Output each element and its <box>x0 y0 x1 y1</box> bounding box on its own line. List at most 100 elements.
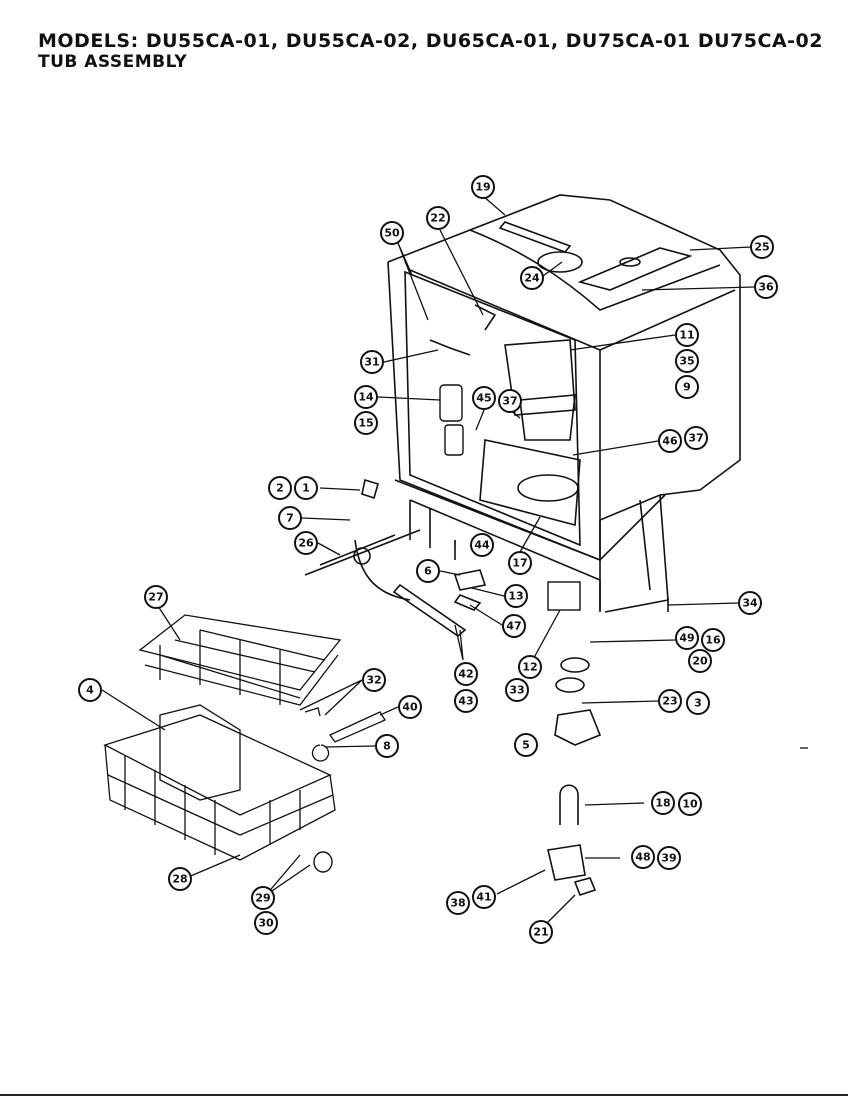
callout-49: 49 <box>675 626 699 650</box>
svg-text:39: 39 <box>661 852 676 865</box>
svg-text:12: 12 <box>522 661 537 674</box>
callout-13: 13 <box>504 584 528 608</box>
svg-text:37: 37 <box>502 395 517 408</box>
assembly-title: TUB ASSEMBLY <box>38 52 188 72</box>
svg-text:2: 2 <box>276 482 284 495</box>
callout-38: 38 <box>446 891 470 915</box>
callout-33: 33 <box>505 678 529 702</box>
callout-18: 18 <box>651 791 675 815</box>
svg-text:8: 8 <box>383 740 391 753</box>
callout-46: 46 <box>658 429 682 453</box>
svg-text:20: 20 <box>692 655 708 668</box>
svg-text:5: 5 <box>522 739 530 752</box>
callout-43: 43 <box>454 689 478 713</box>
lower-rack-drawing <box>103 704 336 873</box>
callout-45: 45 <box>472 386 496 410</box>
svg-text:37: 37 <box>688 432 703 445</box>
svg-text:1: 1 <box>302 482 310 495</box>
callout-37-lower: 37 <box>684 426 708 450</box>
callout-2: 2 <box>268 476 292 500</box>
callout-35: 35 <box>675 349 699 373</box>
callout-5: 5 <box>514 733 538 757</box>
svg-text:29: 29 <box>255 892 270 905</box>
svg-text:14: 14 <box>358 391 374 404</box>
callout-3: 3 <box>686 691 710 715</box>
svg-text:7: 7 <box>286 512 294 525</box>
callout-23: 23 <box>658 689 682 713</box>
svg-text:25: 25 <box>754 241 769 254</box>
svg-text:31: 31 <box>364 356 379 369</box>
svg-text:28: 28 <box>172 873 187 886</box>
svg-text:22: 22 <box>430 212 445 225</box>
svg-text:10: 10 <box>682 798 698 811</box>
callout-12: 12 <box>518 655 542 679</box>
svg-text:30: 30 <box>258 917 274 930</box>
svg-text:9: 9 <box>683 381 691 394</box>
svg-text:13: 13 <box>508 590 523 603</box>
svg-text:26: 26 <box>298 537 314 550</box>
callout-17: 17 <box>508 551 532 575</box>
svg-text:49: 49 <box>679 632 694 645</box>
callout-50: 50 <box>380 221 404 245</box>
callout-32: 32 <box>362 668 386 692</box>
svg-text:35: 35 <box>679 355 694 368</box>
tub-assembly-drawing <box>304 194 741 897</box>
leader-lines <box>101 195 755 926</box>
callout-28: 28 <box>168 867 192 891</box>
svg-text:32: 32 <box>366 674 381 687</box>
svg-text:46: 46 <box>662 435 678 448</box>
svg-text:38: 38 <box>450 897 465 910</box>
callout-48: 48 <box>631 845 655 869</box>
callout-7: 7 <box>278 506 302 530</box>
svg-text:40: 40 <box>402 701 418 714</box>
svg-text:36: 36 <box>758 281 774 294</box>
callout-1: 1 <box>294 476 318 500</box>
svg-text:27: 27 <box>148 591 163 604</box>
models-title: MODELS: DU55CA-01, DU55CA-02, DU65CA-01,… <box>38 30 823 52</box>
callout-10: 10 <box>678 792 702 816</box>
callout-14: 14 <box>354 385 378 409</box>
callout-8: 8 <box>375 734 399 758</box>
callout-41: 41 <box>472 885 496 909</box>
callout-44: 44 <box>470 533 494 557</box>
svg-text:48: 48 <box>635 851 650 864</box>
callout-34: 34 <box>738 591 762 615</box>
callout-42: 42 <box>454 662 478 686</box>
svg-text:43: 43 <box>458 695 473 708</box>
svg-text:33: 33 <box>509 684 524 697</box>
callout-9: 9 <box>675 375 699 399</box>
callout-25: 25 <box>750 235 774 259</box>
svg-text:23: 23 <box>662 695 677 708</box>
callout-20: 20 <box>688 649 712 673</box>
callout-15: 15 <box>354 411 378 435</box>
svg-text:44: 44 <box>474 539 490 552</box>
svg-text:18: 18 <box>655 797 670 810</box>
svg-text:45: 45 <box>476 392 491 405</box>
callout-29: 29 <box>251 886 275 910</box>
svg-text:17: 17 <box>512 557 527 570</box>
callout-39: 39 <box>657 846 681 870</box>
callout-16: 16 <box>701 628 725 652</box>
svg-text:47: 47 <box>506 620 521 633</box>
callout-31: 31 <box>360 350 384 374</box>
callout-6: 6 <box>416 559 440 583</box>
callout-36: 36 <box>754 275 778 299</box>
upper-rack-drawing <box>138 614 386 762</box>
svg-text:34: 34 <box>742 597 758 610</box>
svg-text:3: 3 <box>694 697 702 710</box>
svg-text:4: 4 <box>86 684 94 697</box>
svg-text:42: 42 <box>458 668 473 681</box>
callout-26: 26 <box>294 531 318 555</box>
svg-text:41: 41 <box>476 891 491 904</box>
callout-4: 4 <box>78 678 102 702</box>
callout-47: 47 <box>502 614 526 638</box>
callout-27: 27 <box>144 585 168 609</box>
svg-text:19: 19 <box>475 181 490 194</box>
callout-24: 24 <box>520 266 544 290</box>
callout-21: 21 <box>529 920 553 944</box>
svg-text:11: 11 <box>679 329 694 342</box>
callout-22: 22 <box>426 206 450 230</box>
callout-11: 11 <box>675 323 699 347</box>
bottom-border-line <box>0 1094 848 1096</box>
